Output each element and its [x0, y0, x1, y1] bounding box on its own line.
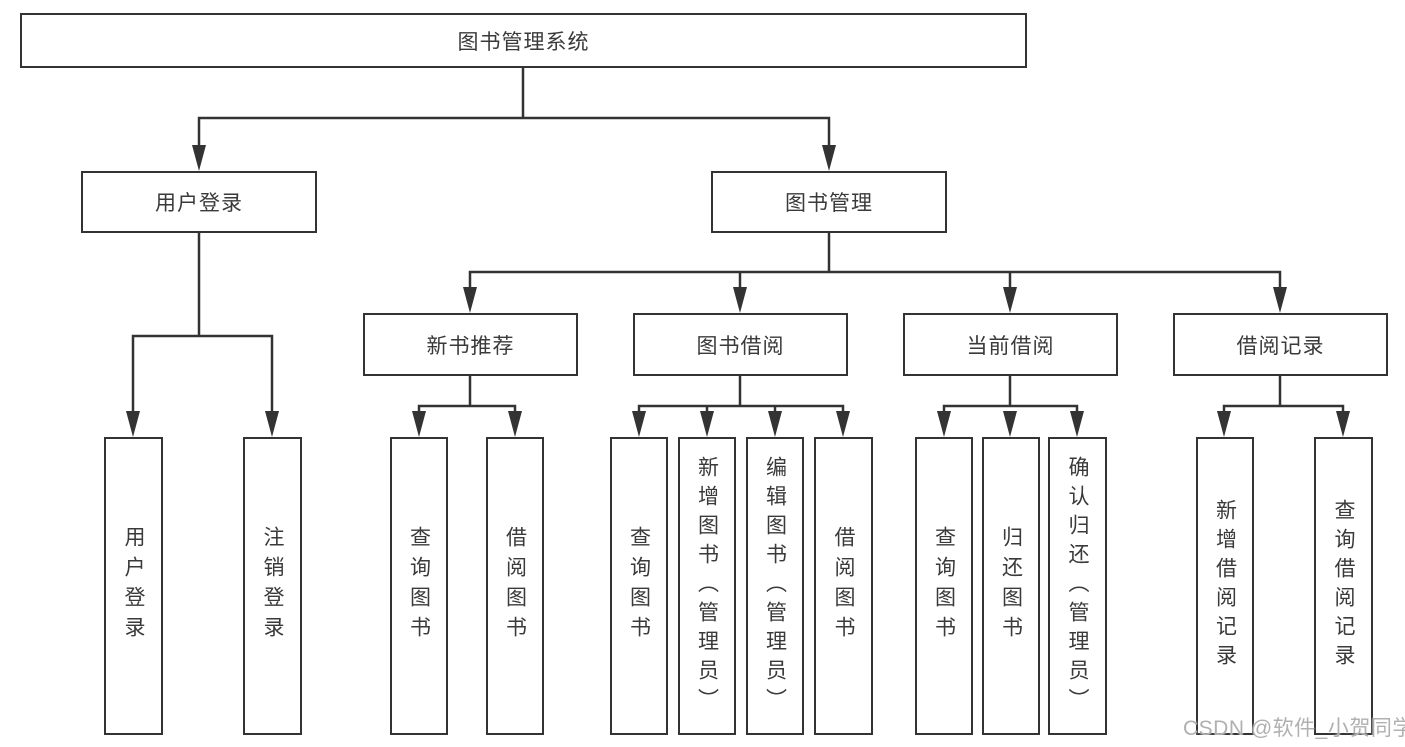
node-book-borrow-label: 图书借阅 — [696, 334, 785, 358]
connector-borrow-records-to-leaves — [1217, 374, 1350, 437]
node-current-borrow-label: 当前借阅 — [966, 334, 1055, 358]
node-root-label: 图书管理系统 — [457, 30, 590, 54]
leaf-borrow-edit-books-admin-label: 编辑图书（管理员） — [763, 455, 787, 717]
node-new-book-rec-label: 新书推荐 — [426, 334, 515, 358]
node-book-mgmt-label: 图书管理 — [785, 192, 873, 215]
leaf-user-login: 用户登录 — [104, 437, 163, 735]
leaf-newrec-borrow-books-label: 借阅图书 — [503, 526, 527, 646]
leaf-records-add-record: 新增借阅记录 — [1196, 437, 1254, 735]
connector-book-borrow-to-leaves — [632, 374, 850, 437]
node-new-book-rec: 新书推荐 — [363, 313, 578, 376]
csdn-watermark: CSDN @软件_小贺同学 — [1183, 717, 1405, 740]
leaf-records-query-record-label: 查询借阅记录 — [1332, 499, 1355, 673]
leaf-newrec-borrow-books: 借阅图书 — [486, 437, 544, 735]
leaf-logout: 注销登录 — [243, 437, 302, 735]
node-root: 图书管理系统 — [20, 13, 1027, 68]
leaf-borrow-query-books: 查询图书 — [610, 437, 668, 735]
node-current-borrow: 当前借阅 — [903, 313, 1118, 376]
leaf-current-return-books-label: 归还图书 — [999, 526, 1023, 646]
leaf-current-confirm-return-admin-label: 确认归还（管理员） — [1066, 455, 1089, 717]
leaf-borrow-add-books-admin: 新增图书（管理员） — [678, 437, 736, 735]
node-book-borrow: 图书借阅 — [633, 313, 848, 376]
connector-new-book-rec-to-leaves — [412, 374, 522, 437]
node-borrow-records: 借阅记录 — [1173, 313, 1388, 376]
node-user-login-label: 用户登录 — [155, 192, 243, 215]
leaf-records-query-record: 查询借阅记录 — [1314, 437, 1373, 735]
connector-current-borrow-to-leaves — [937, 374, 1084, 437]
leaf-current-confirm-return-admin: 确认归还（管理员） — [1048, 437, 1107, 735]
node-book-mgmt: 图书管理 — [711, 171, 947, 233]
connector-book-mgmt-to-level3 — [463, 231, 1287, 313]
leaf-current-query-books: 查询图书 — [915, 437, 973, 735]
node-borrow-records-label: 借阅记录 — [1236, 334, 1325, 358]
leaf-newrec-query-books-label: 查询图书 — [407, 526, 431, 646]
connector-root-to-level2 — [192, 66, 836, 171]
connector-user-login-to-leaves — [126, 231, 279, 437]
leaf-current-return-books: 归还图书 — [982, 437, 1040, 735]
leaf-current-query-books-label: 查询图书 — [932, 526, 956, 646]
leaf-borrow-borrow-books: 借阅图书 — [814, 437, 873, 735]
leaf-borrow-add-books-admin-label: 新增图书（管理员） — [695, 455, 719, 717]
leaf-borrow-query-books-label: 查询图书 — [627, 526, 651, 646]
leaf-newrec-query-books: 查询图书 — [390, 437, 448, 735]
leaf-borrow-borrow-books-label: 借阅图书 — [832, 526, 855, 646]
leaf-records-add-record-label: 新增借阅记录 — [1213, 499, 1237, 673]
node-user-login: 用户登录 — [81, 171, 317, 233]
leaf-borrow-edit-books-admin: 编辑图书（管理员） — [746, 437, 804, 735]
leaf-logout-label: 注销登录 — [261, 526, 284, 646]
leaf-user-login-label: 用户登录 — [122, 526, 145, 646]
